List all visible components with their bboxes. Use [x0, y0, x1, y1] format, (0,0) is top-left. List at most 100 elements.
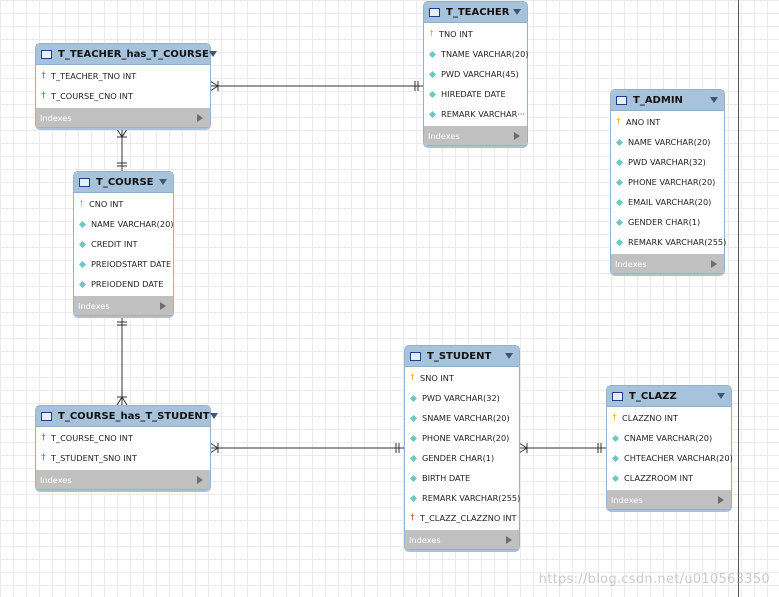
column-text: PHONE VARCHAR(20)	[422, 433, 510, 443]
column-row[interactable]: NAME VARCHAR(20)	[611, 132, 724, 152]
entity-header[interactable]: T_CLAZZ	[607, 386, 731, 407]
diamond-icon	[615, 158, 624, 166]
column-row[interactable]: †CLAZZNO INT	[607, 408, 731, 428]
indexes-bar[interactable]: Indexes	[36, 470, 210, 489]
entity-header[interactable]: T_COURSE	[74, 172, 173, 193]
indexes-bar[interactable]: Indexes	[405, 530, 519, 549]
column-row[interactable]: CNAME VARCHAR(20)	[607, 428, 731, 448]
play-icon[interactable]	[718, 495, 724, 504]
key-icon: †	[429, 28, 434, 39]
column-row[interactable]: CREDIT INT	[74, 234, 173, 254]
foreign-key-icon: †	[41, 452, 46, 463]
indexes-bar[interactable]: Indexes	[424, 126, 527, 145]
chevron-down-icon[interactable]	[208, 51, 217, 57]
entity-t-clazz[interactable]: T_CLAZZ†CLAZZNO INT CNAME VARCHAR(20) CHTE…	[606, 385, 733, 510]
column-row[interactable]: † T_CLAZZ_CLAZZNO INT	[405, 508, 519, 528]
column-row[interactable]: PWD VARCHAR(32)	[405, 388, 519, 408]
column-row[interactable]: GENDER CHAR(1)	[611, 212, 724, 232]
chevron-down-icon[interactable]	[209, 413, 218, 419]
column-text: CREDIT INT	[91, 239, 138, 249]
indexes-bar[interactable]: Indexes	[611, 254, 724, 273]
play-icon[interactable]	[197, 475, 203, 484]
column-row[interactable]: †T_COURSE_CNO INT	[36, 428, 210, 448]
table-icon	[429, 7, 440, 17]
entity-t-course-has-t-student[interactable]: T_COURSE_has_T_STUDENT†T_COURSE_CNO INT†…	[35, 405, 218, 490]
indexes-label: Indexes	[409, 534, 441, 545]
entity-header[interactable]: T_TEACHER	[424, 2, 527, 23]
column-row[interactable]: PHONE VARCHAR(20)	[405, 428, 519, 448]
diamond-icon	[409, 494, 418, 502]
column-row[interactable]: †T_STUDENT_SNO INT	[36, 448, 210, 468]
chevron-down-icon[interactable]	[513, 9, 521, 15]
entity-header[interactable]: T_COURSE_has_T_STUDENT	[36, 406, 218, 427]
column-row[interactable]: GENDER CHAR(1)	[405, 448, 519, 468]
column-row[interactable]: TNAME VARCHAR(20)	[424, 44, 529, 64]
column-row[interactable]: PHONE VARCHAR(20)	[611, 172, 724, 192]
column-row[interactable]: PWD VARCHAR(32)	[611, 152, 724, 172]
entity-t-course[interactable]: T_COURSE †CNO INT NAME VARCHAR(20) CREDIT I…	[73, 171, 174, 316]
column-row[interactable]: PREIODSTART DATE	[74, 254, 173, 274]
column-text: T_CLAZZ_CLAZZNO INT	[420, 513, 517, 523]
column-row[interactable]: †T_COURSE_CNO INT	[36, 86, 210, 106]
play-icon[interactable]	[197, 113, 203, 122]
column-row[interactable]: HIREDATE DATE	[424, 84, 527, 104]
column-row[interactable]: SNAME VARCHAR(20)	[405, 408, 519, 428]
foreign-key-icon: †	[41, 432, 46, 443]
chevron-down-icon[interactable]	[505, 353, 513, 359]
column-row[interactable]: NAME VARCHAR(20)	[74, 214, 174, 234]
play-icon[interactable]	[514, 131, 520, 140]
column-row[interactable]: PREIODEND DATE	[74, 274, 173, 294]
column-row[interactable]: REMARK VARCHAR(255)	[405, 488, 521, 508]
entity-title: T_COURSE	[96, 176, 154, 188]
entity-header[interactable]: T_STUDENT	[405, 346, 519, 367]
chevron-down-icon[interactable]	[717, 393, 725, 399]
chevron-down-icon[interactable]	[159, 179, 167, 185]
column-text: SNO INT	[420, 373, 454, 383]
column-row[interactable]: PWD VARCHAR(45)	[424, 64, 527, 84]
entity-t-teacher-has-t-course[interactable]: T_TEACHER_has_T_COURSE†T_TEACHER_TNO INT…	[35, 43, 217, 128]
foreign-key-icon: †	[41, 90, 46, 101]
column-list: †ANO INT NAME VARCHAR(20) PWD VARCHAR(32)P…	[611, 111, 726, 254]
column-row[interactable]: EMAIL VARCHAR(20)	[611, 192, 724, 212]
column-text: GENDER CHAR(1)	[422, 453, 495, 463]
column-row[interactable]: †T_TEACHER_TNO INT	[36, 66, 210, 86]
page-boundary-line	[738, 0, 739, 597]
indexes-label: Indexes	[78, 300, 110, 311]
column-row[interactable]: REMARK VARCHAR···	[424, 104, 527, 124]
indexes-bar[interactable]: Indexes	[36, 108, 210, 127]
diamond-icon	[428, 50, 437, 58]
column-text: CLAZZNO INT	[622, 413, 678, 423]
column-list: †CLAZZNO INT CNAME VARCHAR(20) CHTEACHER V…	[607, 407, 733, 490]
indexes-bar[interactable]: Indexes	[74, 296, 173, 315]
column-text: NAME VARCHAR(20)	[91, 219, 174, 229]
table-icon	[79, 177, 90, 187]
column-row[interactable]: CLAZZROOM INT	[607, 468, 731, 488]
column-text: CNO INT	[89, 199, 124, 209]
column-row[interactable]: REMARK VARCHAR(255)	[611, 232, 726, 252]
column-text: SNAME VARCHAR(20)	[422, 413, 510, 423]
column-row[interactable]: †TNO INT	[424, 24, 527, 44]
column-row[interactable]: †ANO INT	[611, 112, 724, 132]
play-icon[interactable]	[506, 535, 512, 544]
entity-title: T_COURSE_has_T_STUDENT	[58, 410, 210, 422]
chevron-down-icon[interactable]	[710, 97, 718, 103]
indexes-label: Indexes	[428, 130, 460, 141]
column-row[interactable]: BIRTH DATE	[405, 468, 519, 488]
column-row[interactable]: CHTEACHER VARCHAR(20)	[607, 448, 733, 468]
column-text: REMARK VARCHAR(255)	[422, 493, 521, 503]
play-icon[interactable]	[711, 259, 717, 268]
entity-header[interactable]: T_ADMIN	[611, 90, 724, 111]
entity-t-admin[interactable]: T_ADMIN†ANO INT NAME VARCHAR(20) PWD VARCH…	[610, 89, 726, 274]
column-text: NAME VARCHAR(20)	[628, 137, 711, 147]
indexes-bar[interactable]: Indexes	[607, 490, 731, 509]
diamond-icon	[428, 70, 437, 78]
entity-header[interactable]: T_TEACHER_has_T_COURSE	[36, 44, 217, 65]
play-icon[interactable]	[160, 301, 166, 310]
column-row[interactable]: †CNO INT	[74, 194, 173, 214]
foreign-key-icon: †	[410, 512, 415, 523]
column-text: CNAME VARCHAR(20)	[624, 433, 713, 443]
column-row[interactable]: †SNO INT	[405, 368, 519, 388]
